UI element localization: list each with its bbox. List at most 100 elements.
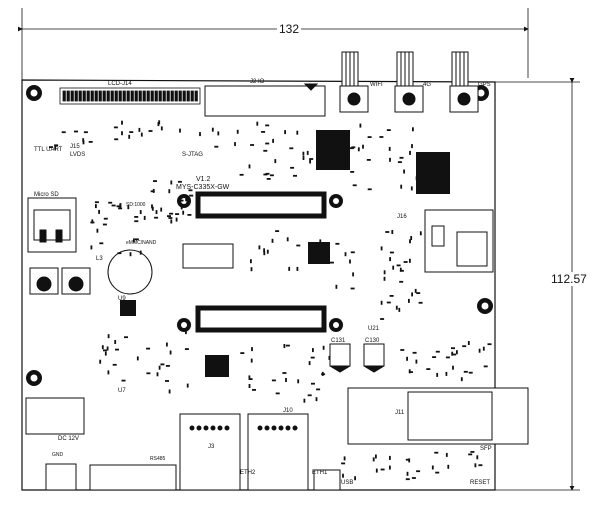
smd-part <box>452 353 457 356</box>
smd-part <box>148 130 153 132</box>
label-c130: C130 <box>365 338 380 344</box>
smd-part <box>217 131 220 136</box>
mounting-holes <box>26 85 493 386</box>
smd-part <box>328 355 331 360</box>
label-u7: U7 <box>118 388 126 394</box>
smd-part <box>283 344 286 348</box>
smd-part <box>104 351 107 356</box>
smd-part <box>296 266 299 271</box>
lcd-pin <box>178 90 182 102</box>
lcd-pin <box>74 90 78 102</box>
smd-part <box>118 207 123 210</box>
smd-part <box>117 252 122 255</box>
smd-part <box>447 464 450 469</box>
smd-part <box>261 131 266 133</box>
lcd-pin <box>106 90 110 102</box>
smd-part <box>409 239 411 244</box>
label-micro-sd: Micro SD <box>34 192 59 198</box>
mounting-hole-ml2 <box>177 318 191 332</box>
label-sd-boot: SD:1000 <box>126 202 146 208</box>
smd-part <box>468 453 473 456</box>
label-reset: RESET <box>470 480 491 486</box>
smd-part <box>188 189 193 192</box>
smd-part <box>388 146 391 151</box>
smd-part <box>138 127 141 132</box>
smd-part <box>343 456 346 461</box>
smd-part <box>284 130 286 135</box>
smd-part <box>143 215 146 220</box>
label-j3: J3 <box>208 444 215 450</box>
smd-part <box>179 199 184 202</box>
smd-part <box>395 305 398 310</box>
smd-part <box>405 458 410 461</box>
som-connectors <box>195 191 327 333</box>
smd-part <box>146 347 151 350</box>
smd-part <box>309 158 314 160</box>
smd-part <box>403 261 408 263</box>
lcd-pin <box>126 90 130 102</box>
smd-part <box>140 132 143 137</box>
smd-part <box>379 136 384 138</box>
smd-part <box>152 188 155 193</box>
smd-part <box>483 365 488 368</box>
smd-part <box>386 129 391 131</box>
board-model: MYS-C335X-GW <box>176 184 230 191</box>
label-l3: L3 <box>96 256 103 262</box>
smd-part <box>380 300 383 305</box>
smd-part <box>463 370 468 373</box>
smd-part <box>129 131 134 133</box>
smd-part <box>319 261 323 263</box>
smd-part <box>398 307 401 312</box>
smd-parts <box>49 120 492 481</box>
smd-part <box>214 145 219 148</box>
label-sfp: SFP <box>480 446 492 452</box>
smd-part <box>189 194 194 197</box>
label-u21: U21 <box>368 326 380 332</box>
bottom-connectors <box>25 397 341 491</box>
smd-part <box>169 212 174 215</box>
lcd-pin <box>150 90 154 102</box>
smd-part <box>435 350 440 353</box>
smd-part <box>139 250 142 255</box>
sfp-cage <box>347 387 529 445</box>
smd-part <box>155 210 158 215</box>
smd-part <box>467 341 470 345</box>
mounting-hole-mr <box>329 194 343 208</box>
label-lvds: LVDS <box>70 152 86 158</box>
smd-part <box>296 130 299 135</box>
smd-part <box>169 350 172 355</box>
smd-part <box>435 471 440 474</box>
smd-part <box>175 217 178 222</box>
eth-pin <box>224 425 230 431</box>
smd-part <box>124 336 128 339</box>
lcd-pin <box>146 90 150 102</box>
smd-part <box>88 141 93 143</box>
eth-pin <box>292 425 298 431</box>
ics <box>120 130 450 422</box>
smd-part <box>460 377 463 382</box>
smd-part <box>452 365 454 370</box>
capacitors <box>329 343 385 373</box>
smd-part <box>114 138 119 141</box>
lcd-pin <box>70 90 74 102</box>
smd-part <box>121 120 123 125</box>
smd-part <box>482 346 485 351</box>
smd-part <box>445 452 448 457</box>
smd-part <box>160 126 163 131</box>
eth-pin <box>210 425 216 431</box>
eth-pin <box>196 425 202 431</box>
lcd-pin <box>94 90 98 102</box>
smd-part <box>316 388 321 391</box>
smd-part <box>416 292 421 294</box>
label-eth2: ETH2 <box>240 470 256 476</box>
lcd-pin <box>154 90 158 102</box>
smd-part <box>412 127 414 132</box>
eth-pin <box>189 425 195 431</box>
smd-part <box>182 210 185 215</box>
smd-part <box>168 189 171 194</box>
smd-part <box>49 146 53 148</box>
label-eth1: ETH1 <box>312 470 328 476</box>
smd-part <box>416 470 421 473</box>
smd-part <box>375 468 378 473</box>
